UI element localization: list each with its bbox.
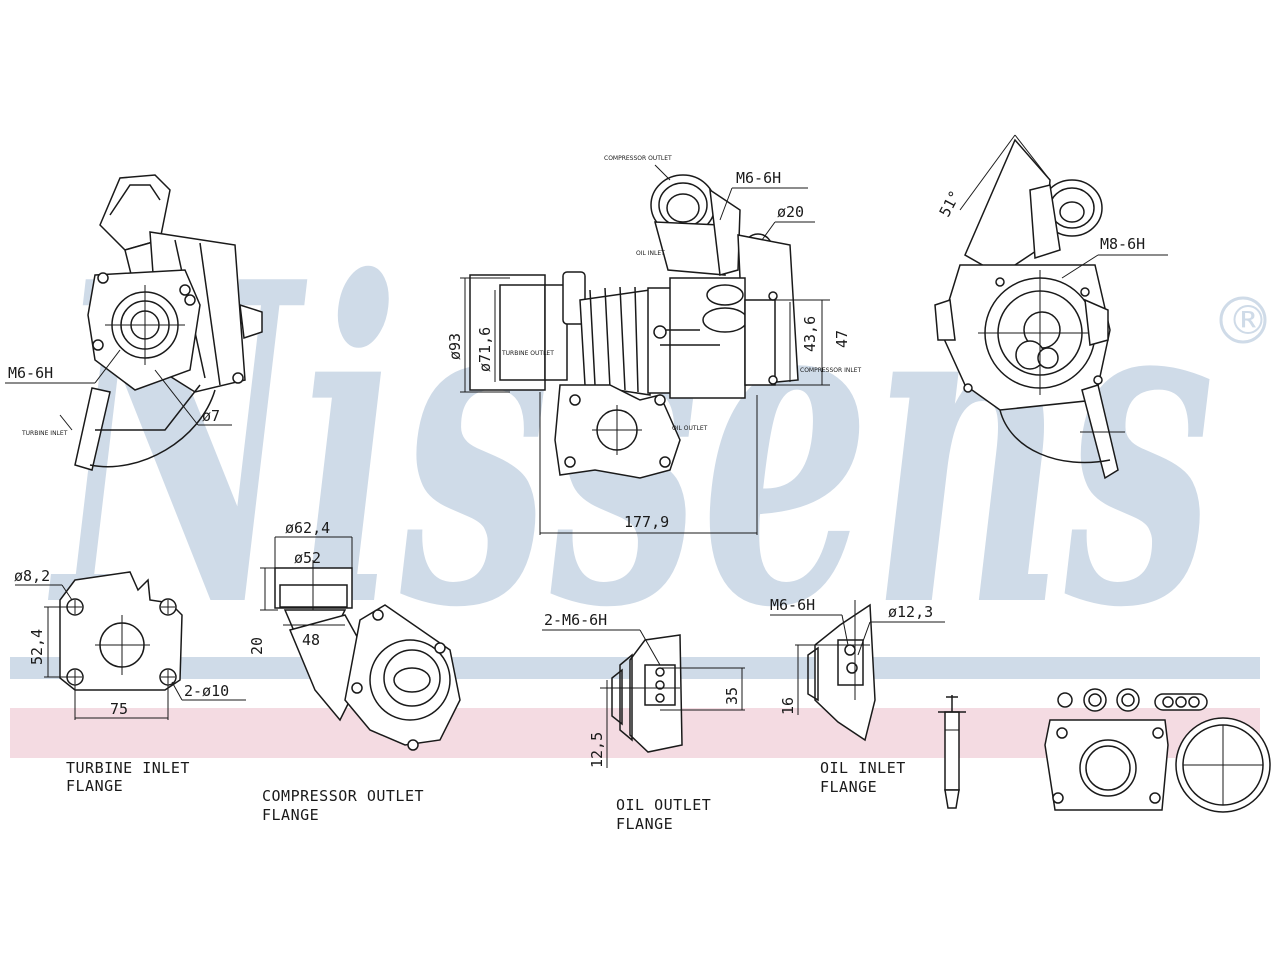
right-view-turbocharger: 51° M8-6H bbox=[934, 134, 1168, 480]
oil-outlet-threads: 2-M6-6H bbox=[544, 611, 607, 629]
center-turbine-outlet-tag: TURBINE OUTLET bbox=[501, 350, 554, 357]
compressor-outlet-flange: ø62,4 ø52 20 48 COMPRESSOR OUTLET FLANGE bbox=[248, 519, 461, 824]
oil-inlet-dia: ø12,3 bbox=[888, 603, 933, 621]
flange-gasket-icon bbox=[1044, 719, 1169, 811]
compressor-outlet-outer-dia: ø62,4 bbox=[285, 519, 330, 537]
oil-inlet-flange: M6-6H ø12,3 16 OIL INLET FLANGE bbox=[770, 596, 945, 796]
registered-mark-icon bbox=[1219, 296, 1267, 344]
sealant-tube-icon bbox=[938, 695, 966, 809]
center-oil-outlet-tag: OIL OUTLET bbox=[672, 425, 708, 432]
center-dim-47: 47 bbox=[833, 330, 851, 348]
oil-inlet-caption-line1: OIL INLET bbox=[820, 759, 906, 777]
oil-inlet-height: 16 bbox=[779, 697, 797, 715]
turbine-inlet-width: 75 bbox=[110, 700, 128, 718]
left-view-port-tag: TURBINE INLET bbox=[21, 430, 68, 437]
oil-inlet-thread: M6-6H bbox=[770, 596, 815, 614]
turbine-inlet-flange: ø8,2 52,4 75 2-ø10 TURBINE INLET FLANGE bbox=[14, 567, 246, 795]
compressor-outlet-inner-dia: ø52 bbox=[294, 549, 321, 567]
turbine-inlet-caption-line2: FLANGE bbox=[66, 777, 123, 795]
center-compressor-inlet-tag: COMPRESSOR INLET bbox=[800, 367, 861, 374]
compressor-outlet-width: 48 bbox=[302, 631, 320, 649]
center-view-turbocharger: ø93 ø71,6 TURBINE OUTLET 43,6 47 COMPRES… bbox=[446, 155, 861, 535]
turbine-inlet-caption-line1: TURBINE INLET bbox=[66, 759, 190, 777]
oil-inlet-caption-line2: FLANGE bbox=[820, 778, 877, 796]
center-dia-20: ø20 bbox=[777, 203, 804, 221]
compressor-outlet-height: 20 bbox=[248, 637, 266, 655]
center-dim-93: ø93 bbox=[446, 333, 464, 360]
center-dim-43-6: 43,6 bbox=[801, 316, 819, 352]
center-dim-71-6: ø71,6 bbox=[476, 327, 494, 372]
oil-outlet-depth: 12,5 bbox=[588, 732, 606, 768]
oil-outlet-caption-line2: FLANGE bbox=[616, 815, 673, 833]
right-view-thread-label: M8-6H bbox=[1100, 235, 1145, 253]
center-width-label: 177,9 bbox=[624, 513, 669, 531]
turbine-inlet-height: 52,4 bbox=[28, 629, 46, 665]
seal-rings-icon bbox=[1057, 688, 1208, 712]
center-oil-inlet-tag: OIL INLET bbox=[636, 250, 665, 257]
ring-gasket-icon bbox=[1175, 717, 1271, 813]
turbine-inlet-holes: 2-ø10 bbox=[184, 682, 229, 700]
oil-outlet-caption-line1: OIL OUTLET bbox=[616, 796, 711, 814]
compressor-outlet-caption-line2: FLANGE bbox=[262, 806, 319, 824]
center-compressor-outlet-tag: COMPRESSOR OUTLET bbox=[604, 155, 672, 162]
accessory-kit bbox=[938, 688, 1271, 813]
registered-mark-text: ® bbox=[1228, 298, 1268, 344]
oil-outlet-flange: 2-M6-6H 35 12,5 OIL OUTLET FLANGE bbox=[542, 611, 745, 833]
compressor-outlet-caption-line1: COMPRESSOR OUTLET bbox=[262, 787, 424, 805]
turbine-inlet-hole-dia: ø8,2 bbox=[14, 567, 50, 585]
left-view-thread-label: M6-6H bbox=[8, 364, 53, 382]
left-view-hole-label: ø7 bbox=[202, 407, 220, 425]
oil-outlet-height: 35 bbox=[723, 687, 741, 705]
left-view-turbocharger: M6-6H ø7 TURBINE INLET bbox=[5, 174, 263, 471]
center-thread-label: M6-6H bbox=[736, 169, 781, 187]
